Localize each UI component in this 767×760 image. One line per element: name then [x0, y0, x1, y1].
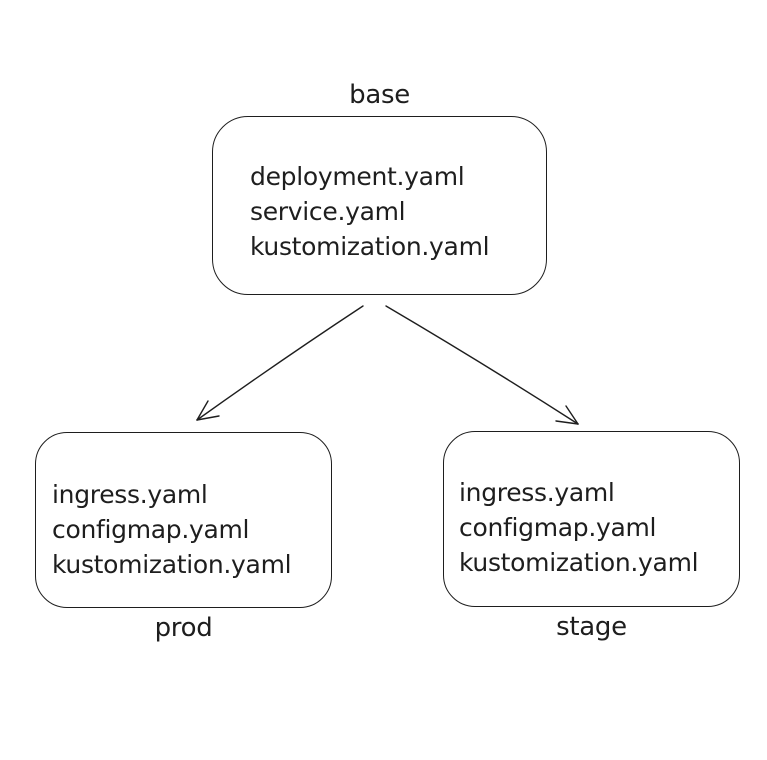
node-base: deployment.yaml service.yaml kustomizati… — [212, 116, 547, 295]
file-item: configmap.yaml — [52, 515, 250, 544]
node-label-stage: stage — [556, 612, 627, 642]
node-label-prod: prod — [154, 613, 213, 643]
file-item: ingress.yaml — [459, 478, 615, 507]
file-item: ingress.yaml — [52, 480, 208, 509]
arrow-base-to-stage — [385, 305, 579, 425]
file-item: deployment.yaml — [250, 162, 465, 191]
file-item: service.yaml — [250, 197, 406, 226]
node-label-base: base — [349, 80, 410, 110]
file-item: kustomization.yaml — [250, 232, 490, 261]
file-item: configmap.yaml — [459, 513, 657, 542]
file-item: kustomization.yaml — [52, 550, 292, 579]
arrow-base-to-prod — [196, 305, 364, 421]
file-list-base: deployment.yaml service.yaml kustomizati… — [250, 159, 490, 264]
node-prod: ingress.yaml configmap.yaml kustomizatio… — [35, 432, 332, 608]
file-list-prod: ingress.yaml configmap.yaml kustomizatio… — [52, 477, 292, 582]
file-item: kustomization.yaml — [459, 548, 699, 577]
file-list-stage: ingress.yaml configmap.yaml kustomizatio… — [459, 475, 699, 580]
node-stage: ingress.yaml configmap.yaml kustomizatio… — [443, 431, 740, 607]
